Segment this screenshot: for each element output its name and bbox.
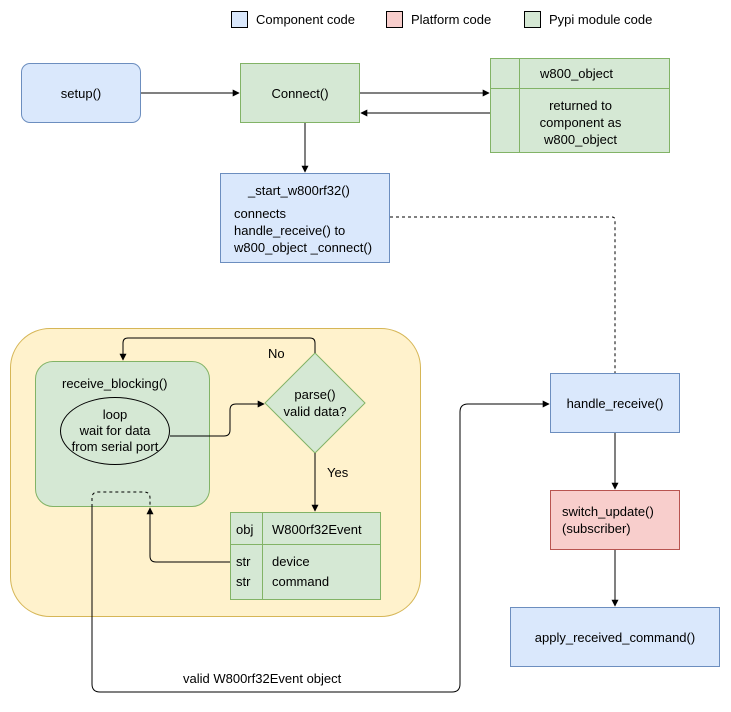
setup-node[interactable]: setup() [21,63,141,123]
event-row2-name: command [272,574,330,589]
event-row1-type: str [236,554,251,569]
edge-loop-parse [170,400,265,437]
w800-object-body-line2: component as [539,115,622,130]
legend-pypi-label: Pypi module code [549,12,653,27]
edge-start-handle-dashed [390,216,616,373]
switch-update-line1: switch_update() [562,504,654,519]
event-row1-name: device [272,554,310,569]
edge-event-handle [91,400,550,693]
apply-received-command-label: apply_received_command() [534,629,696,645]
receive-blocking-title: receive_blocking() [62,376,168,391]
legend-platform-label: Platform code [411,12,492,27]
parse-line2: valid data? [283,404,347,419]
start-w800rf32-line3: w800_object _connect() [234,240,373,255]
connect-label: Connect() [271,85,329,101]
start-w800rf32-node[interactable]: _start_w800rf32() connects handle_receiv… [220,173,390,263]
setup-label: setup() [60,85,102,101]
loop-line3: from serial port [71,439,159,454]
w800-object-divider-h [491,88,669,89]
legend-pypi-swatch [524,11,541,28]
edge-label-valid-event: valid W800rf32Event object [183,670,342,687]
loop-ellipse[interactable]: loop wait for data from serial port [60,397,170,465]
start-w800rf32-line1: connects [234,206,287,221]
legend-platform-swatch [386,11,403,28]
w800-object-node[interactable]: w800_object returned to component as w80… [490,58,670,153]
start-w800rf32-title: _start_w800rf32() [248,183,350,198]
event-divider-v [262,513,263,599]
edge-label-yes: Yes [327,465,349,480]
start-w800rf32-body: connects handle_receive() to w800_object… [234,205,372,256]
w800-object-title: w800_object [540,66,613,81]
w800-object-body: returned to component as w800_object [520,97,641,148]
w800rf32-event-node[interactable]: obj W800rf32Event str device str command [230,512,381,600]
switch-update-node[interactable]: switch_update() (subscriber) [550,490,680,550]
edge-label-no: No [268,346,285,361]
legend-component-label: Component code [256,12,356,27]
event-col2-header: W800rf32Event [272,522,362,537]
apply-received-command-node[interactable]: apply_received_command() [510,607,720,667]
event-row2-type: str [236,574,251,589]
parse-line1: parse() [294,387,336,402]
handle-receive-node[interactable]: handle_receive() [550,373,680,433]
event-col1-header: obj [236,522,254,537]
w800-object-body-line3: w800_object [544,132,617,147]
loop-line1: loop [102,407,128,422]
switch-update-text: switch_update() (subscriber) [562,503,654,537]
w800-object-divider-v [519,59,520,152]
edge-event-receive [146,507,230,563]
loop-line2: wait for data [79,423,151,438]
event-divider-h [231,544,380,545]
start-w800rf32-line2: handle_receive() to [234,223,346,238]
connect-node[interactable]: Connect() [240,63,360,123]
edge-receive-dashed [91,491,151,507]
handle-receive-label: handle_receive() [566,395,664,411]
parse-text: parse() valid data? [265,386,365,420]
edge-parse-no [119,337,316,361]
switch-update-line2: (subscriber) [562,521,631,536]
legend-component-swatch [231,11,248,28]
w800-object-body-line1: returned to [549,98,612,113]
